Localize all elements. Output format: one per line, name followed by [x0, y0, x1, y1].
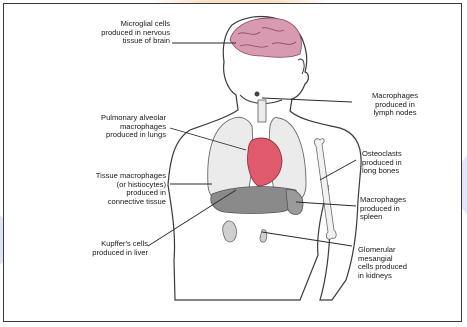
trachea-shape — [258, 100, 266, 122]
label-osteoclasts: Osteoclasts produced in long bones — [362, 150, 452, 176]
label-kupffer-cells: Kupffer's cells produced in liver — [20, 240, 148, 257]
label-lymph-node-macrophages: Macrophages produced in lymph nodes — [350, 92, 440, 118]
label-spleen-macrophages: Macrophages produced in spleen — [360, 196, 450, 222]
label-tissue-macrophages: Tissue macrophages (or histiocytes) prod… — [14, 172, 166, 206]
label-microglial-cells: Microglial cells produced in nervous tis… — [40, 20, 170, 46]
kidney-shape — [223, 221, 237, 242]
label-pulmonary-macrophages: Pulmonary alveolar macrophages produced … — [22, 114, 166, 140]
liver-shape — [211, 187, 297, 214]
label-glomerular-mesangial-cells: Glomerular mesangial cells produced in k… — [358, 246, 448, 280]
lymph-node-dot — [255, 92, 260, 97]
